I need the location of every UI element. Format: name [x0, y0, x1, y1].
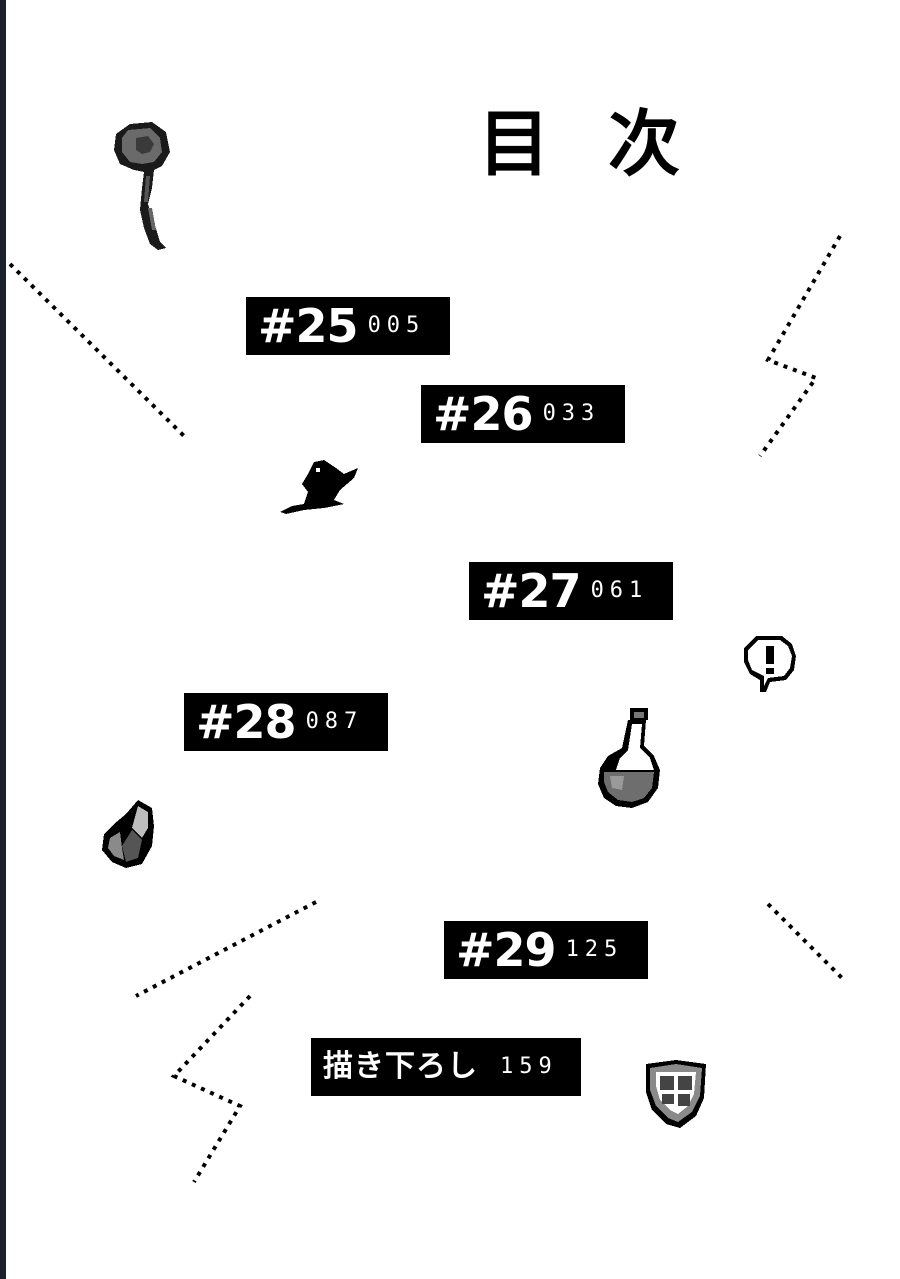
chapter-26[interactable]: #26 033 [421, 385, 625, 443]
dotted-line-top-right [758, 234, 842, 458]
chapter-label: #26 [433, 387, 534, 441]
chapter-label: #28 [196, 695, 297, 749]
chapter-25[interactable]: #25 005 [246, 297, 450, 355]
page-left-edge [0, 0, 6, 1279]
staff-icon [114, 122, 170, 250]
dotted-line-bottom-right [766, 902, 844, 980]
chapter-bonus[interactable]: 描き下ろし 159 [311, 1038, 581, 1096]
title-char-2: 次 [608, 102, 681, 186]
chapter-page: 125 [565, 937, 624, 962]
speech-bubble-exclamation-icon [744, 636, 796, 692]
chapter-page: 061 [590, 578, 649, 603]
dotted-line-top-left [8, 262, 186, 438]
chapter-29[interactable]: #29 125 [444, 921, 648, 979]
chapter-page: 033 [542, 401, 601, 426]
dotted-line-lower-left [170, 994, 252, 1184]
crystal-icon [102, 800, 154, 868]
chapter-label: #29 [456, 923, 557, 977]
witch-hat-icon [280, 460, 358, 514]
shield-icon [646, 1060, 706, 1128]
chapter-27[interactable]: #27 061 [469, 562, 673, 620]
chapter-label: 描き下ろし [323, 1049, 478, 1084]
chapter-28[interactable]: #28 087 [184, 693, 388, 751]
chapter-page: 005 [367, 313, 426, 338]
chapter-page: 159 [500, 1054, 558, 1079]
chapter-label: #25 [258, 299, 359, 353]
dotted-line-bottom-left [135, 900, 317, 998]
potion-flask-icon [598, 708, 660, 808]
chapter-label: #27 [481, 564, 582, 618]
title-char-1: 目 [478, 102, 551, 186]
chapter-page: 087 [305, 709, 364, 734]
